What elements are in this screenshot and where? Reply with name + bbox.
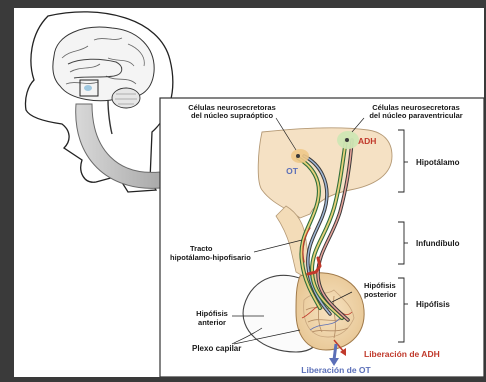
infundibulo-label: Infundíbulo (416, 239, 460, 248)
hipotalamo-label: Hipotálamo (416, 158, 460, 167)
hipofisis-label: Hipófisis (416, 300, 450, 309)
hipofisis-anterior-line2: anterior (198, 318, 226, 327)
adh-label: ADH (358, 136, 376, 146)
hipofisis-anterior-line1: Hipófisis (196, 309, 228, 318)
paraventricular-nucleus (337, 131, 359, 149)
tracto-label-line1: Tracto (190, 244, 213, 253)
liberacion-ot-label: Liberación de OT (301, 365, 371, 375)
hipofisis-posterior-line2: posterior (364, 290, 397, 299)
paraventricular-label-line2: del núcleo paraventricular (369, 111, 462, 120)
supraoptic-nucleus (291, 149, 309, 163)
liberacion-adh-label: Liberación de ADH (364, 349, 440, 359)
hipofisis-posterior-line1: Hipófisis (364, 281, 396, 290)
plexo-capilar-label: Plexo capilar (192, 344, 241, 353)
supraoptic-label-line2: del núcleo supraóptico (191, 111, 274, 120)
ot-release-arrow (334, 344, 336, 360)
tracto-label-line2: hipotálamo-hipofisario (170, 253, 251, 262)
ot-label: OT (286, 166, 299, 176)
